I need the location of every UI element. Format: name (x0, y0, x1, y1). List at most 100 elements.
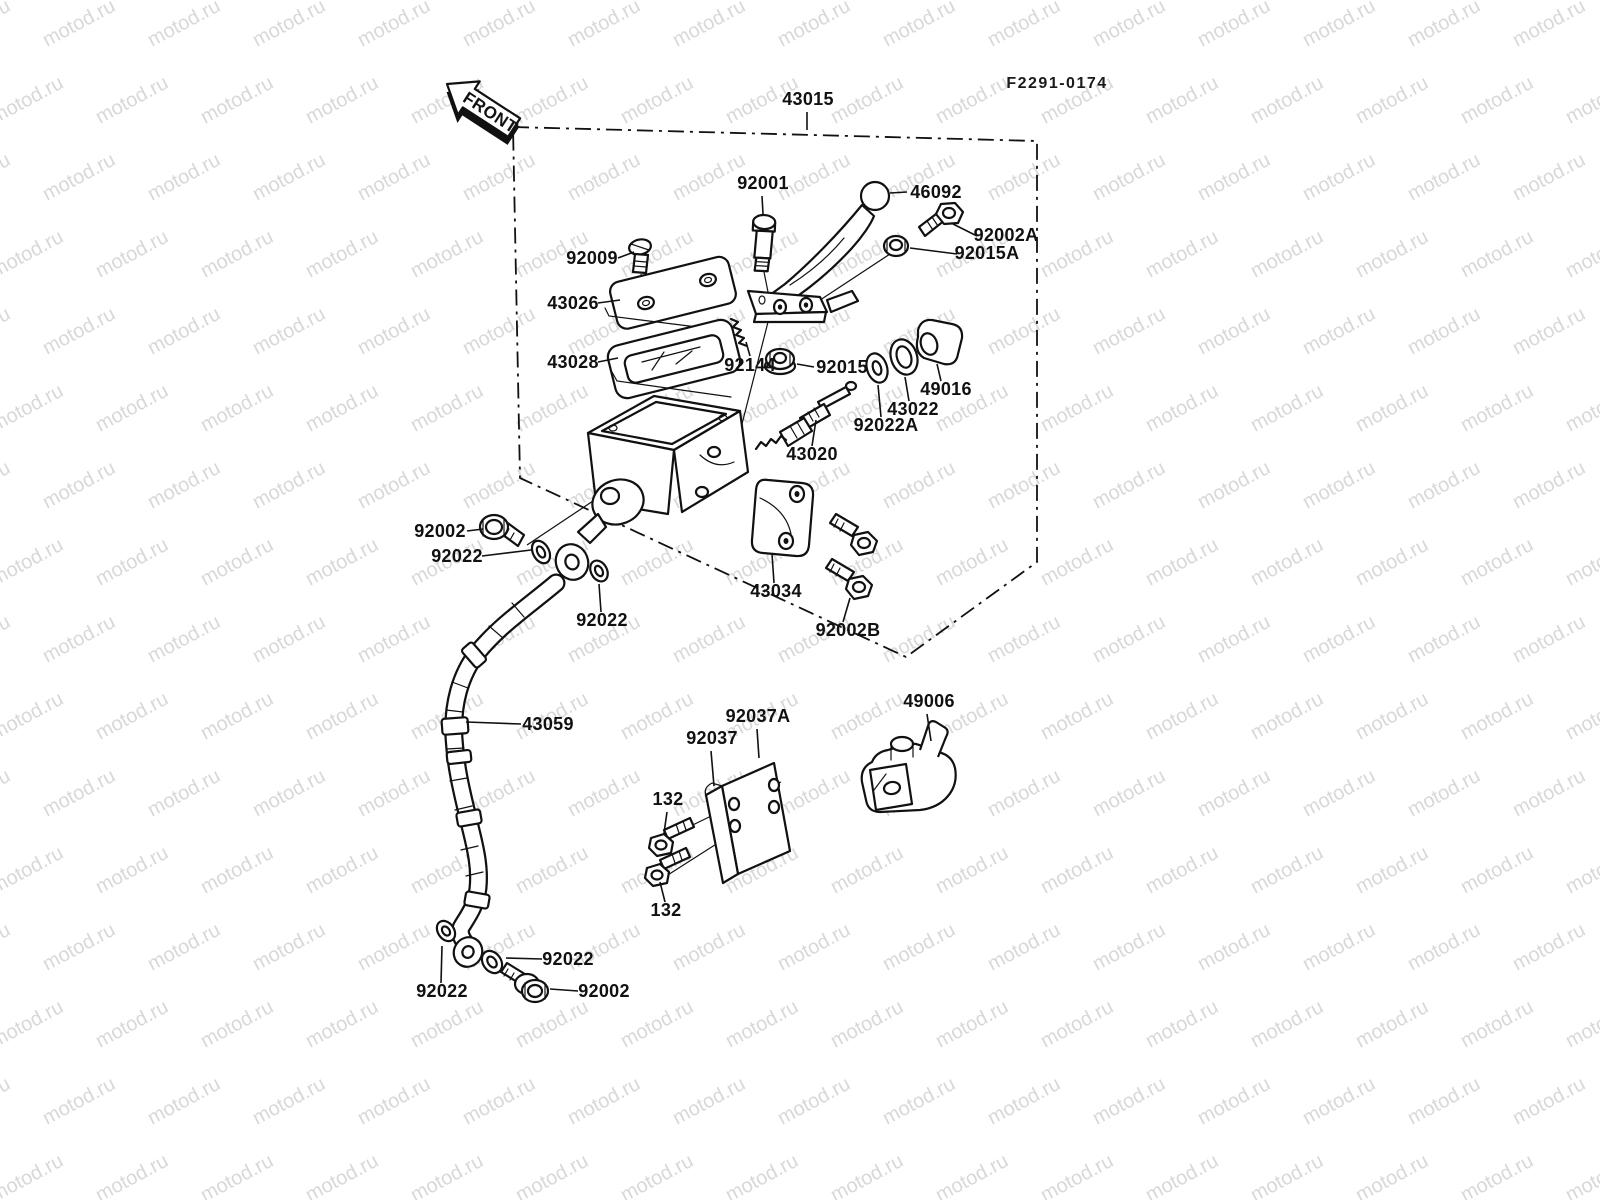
watermark-text: motod.ru (302, 380, 382, 436)
part-number-label: 49006 (903, 691, 955, 711)
watermark-text: motod.ru (1404, 1073, 1484, 1129)
watermark-text: motod.ru (1142, 72, 1222, 128)
watermark-text: motod.ru (459, 457, 539, 513)
watermark-text: motod.ru (1562, 1150, 1600, 1200)
watermark-text: motod.ru (39, 149, 119, 205)
watermark-text: motod.ru (774, 765, 854, 821)
watermark-text: motod.ru (354, 919, 434, 975)
part-boot-49016 (915, 318, 964, 366)
leader-line (597, 299, 621, 304)
watermark-text: motod.ru (669, 0, 749, 51)
watermark-text: motod.ru (0, 1073, 14, 1129)
watermark-text: motod.ru (0, 1150, 67, 1200)
part-bolts-92002B (824, 512, 879, 601)
watermark-text: motod.ru (1089, 919, 1169, 975)
part-washer-92022A (865, 352, 889, 384)
watermark-text: motod.ru (1299, 1073, 1379, 1129)
watermark-text: motod.ru (512, 1150, 592, 1200)
watermark-text: motod.ru (1457, 996, 1537, 1052)
watermark-text: motod.ru (39, 611, 119, 667)
figure-code: F2291-0174 (1006, 75, 1107, 92)
watermark-text: motod.ru (144, 149, 224, 205)
watermark-text: motod.ru (1352, 1150, 1432, 1200)
part-number-label: 43020 (786, 444, 838, 464)
watermark-text: motod.ru (617, 1150, 697, 1200)
watermark-text: motod.ru (197, 1150, 277, 1200)
axis-line (763, 271, 769, 293)
watermark-text: motod.ru (984, 149, 1064, 205)
part-washer-92022-upper (530, 539, 552, 565)
watermark-text: motod.ru (1562, 380, 1600, 436)
watermark-text: motod.ru (0, 611, 14, 667)
watermark-text: motod.ru (302, 72, 382, 128)
watermark-text: motod.ru (249, 919, 329, 975)
part-bolt-92002A (917, 201, 965, 238)
watermark-text: motod.ru (617, 534, 697, 590)
watermark-text: motod.ru (1404, 611, 1484, 667)
part-number-label: 92022A (854, 415, 919, 435)
watermark-text: motod.ru (1142, 380, 1222, 436)
front-arrow-shape (445, 80, 522, 138)
watermark-text: motod.ru (932, 72, 1012, 128)
watermark-text: motod.ru (1247, 842, 1327, 898)
watermark-text: motod.ru (92, 380, 172, 436)
part-clamp-43034 (750, 478, 815, 558)
part-number-label: 92002A (974, 225, 1039, 245)
watermark-text: motod.ru (1194, 765, 1274, 821)
part-brake-hose (440, 543, 590, 968)
leader-line (617, 251, 635, 259)
watermark-text: motod.ru (1509, 303, 1589, 359)
watermark-text: motod.ru (1089, 149, 1169, 205)
watermark-text: motod.ru (1194, 0, 1274, 51)
part-master-cylinder-body (576, 394, 750, 545)
watermark-text: motod.ru (0, 534, 67, 590)
part-piston-assembly (754, 380, 858, 451)
watermark-text: motod.ru (1404, 0, 1484, 51)
watermark-text: motod.ru (249, 765, 329, 821)
watermark-text: motod.ru (1037, 996, 1117, 1052)
leader-line (904, 376, 910, 402)
watermark-text: motod.ru (197, 380, 277, 436)
watermark-text: motod.ru (249, 303, 329, 359)
part-number-label: 92022 (576, 610, 628, 630)
part-number-label: 43028 (547, 352, 599, 372)
part-bracket-92037 (704, 761, 792, 885)
watermark-text: motod.ru (144, 611, 224, 667)
part-number-label: 132 (651, 900, 682, 920)
part-number-label: 43026 (547, 293, 599, 313)
watermark-text: motod.ru (1037, 380, 1117, 436)
watermark-text: motod.ru (354, 765, 434, 821)
watermark-text: motod.ru (1352, 226, 1432, 282)
part-number-label: 46092 (910, 182, 962, 202)
part-number-label: 92015 (816, 357, 868, 377)
part-number-label: 92001 (737, 173, 789, 193)
watermark-text: motod.ru (144, 765, 224, 821)
watermark-text: motod.ru (249, 149, 329, 205)
watermark-text: motod.ru (1089, 1073, 1169, 1129)
part-number-label: 132 (653, 789, 684, 809)
watermark-text: motod.ru (1247, 534, 1327, 590)
watermark-text: motod.ru (1037, 842, 1117, 898)
watermark-text: motod.ru (1457, 534, 1537, 590)
watermark-text: motod.ru (144, 919, 224, 975)
watermark-text: motod.ru (1247, 380, 1327, 436)
watermark-text: motod.ru (984, 457, 1064, 513)
watermark-text: motod.ru (1352, 842, 1432, 898)
part-washer-92022-bottom-right (480, 949, 504, 975)
leader-line (663, 811, 668, 834)
watermark-text: motod.ru (1562, 72, 1600, 128)
watermark-text: motod.ru (669, 611, 749, 667)
part-number-label: 92002B (816, 620, 881, 640)
watermark-text: motod.ru (1352, 380, 1432, 436)
watermark-text: motod.ru (1142, 842, 1222, 898)
part-number-label: 43015 (782, 89, 834, 109)
part-banjo-bolt-lower (499, 961, 550, 1004)
watermark-text: motod.ru (1404, 919, 1484, 975)
watermark-text: motod.ru (197, 226, 277, 282)
watermark-text: motod.ru (932, 842, 1012, 898)
watermark-text: motod.ru (879, 611, 959, 667)
watermark-text: motod.ru (512, 996, 592, 1052)
watermark-text: motod.ru (39, 457, 119, 513)
part-number-label: 92037 (686, 728, 738, 748)
watermark-text: motod.ru (1142, 688, 1222, 744)
